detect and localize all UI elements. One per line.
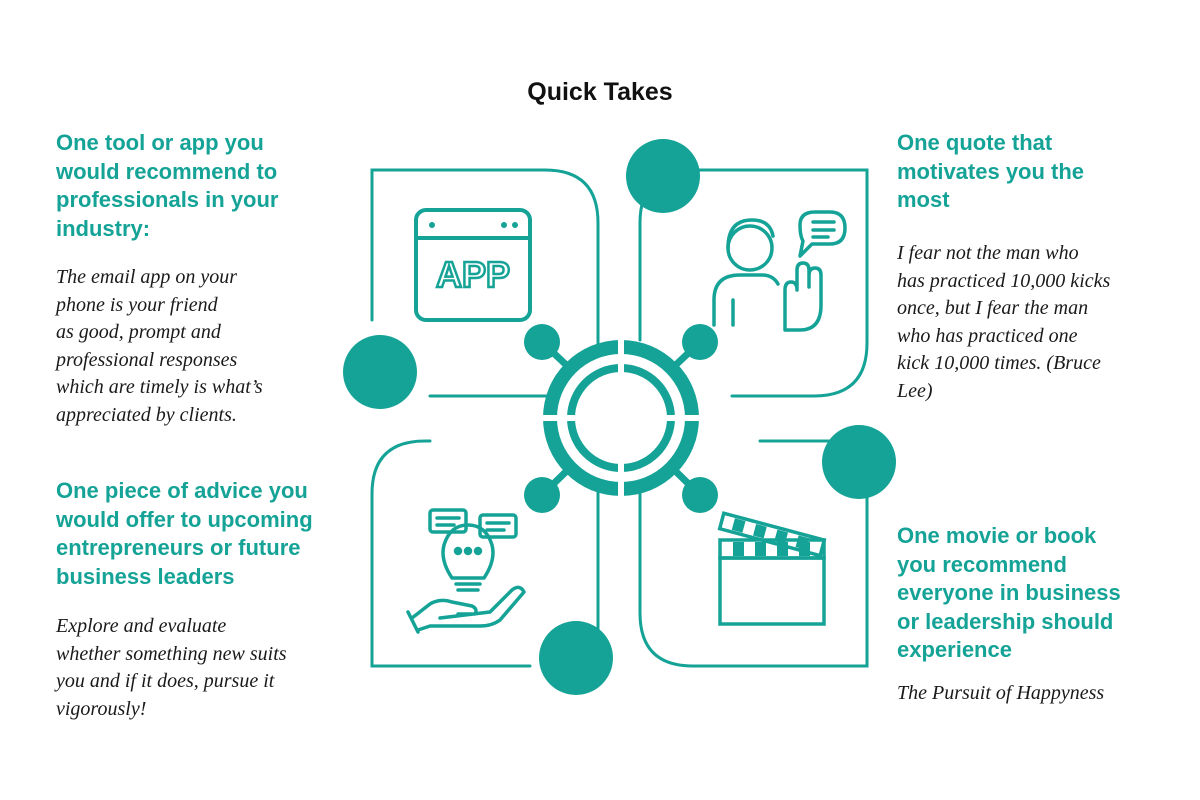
app-icon-label: APP: [436, 254, 510, 295]
dot-bottom: [539, 621, 613, 695]
question-advice: One piece of advice you would offer to u…: [56, 478, 313, 589]
central-hub: [524, 324, 718, 513]
answer-movie-book: The Pursuit of Happyness: [897, 682, 1105, 704]
page-title: Quick Takes: [527, 78, 673, 106]
answer-advice: Explore and evaluate whether something n…: [56, 615, 287, 720]
question-quote: One quote that motivates you the most: [897, 130, 1085, 212]
dot-right: [822, 425, 896, 499]
frame-bottom-right: [638, 439, 869, 668]
question-tool-app: One tool or app you would recommend to p…: [56, 130, 279, 241]
frame-bottom-left: [370, 439, 532, 668]
app-icon: APP: [414, 208, 532, 322]
idea-hand-icon: [406, 508, 526, 634]
dot-left: [343, 335, 417, 409]
answer-tool-app: The email app on your phone is your frie…: [56, 266, 263, 426]
speaker-quote-icon: [712, 210, 847, 332]
clapperboard-icon: [717, 511, 827, 626]
question-movie-book: One movie or book you recommend everyone…: [897, 523, 1121, 662]
answer-quote: I fear not the man who has practiced 10,…: [897, 242, 1111, 402]
dot-top: [626, 139, 700, 213]
